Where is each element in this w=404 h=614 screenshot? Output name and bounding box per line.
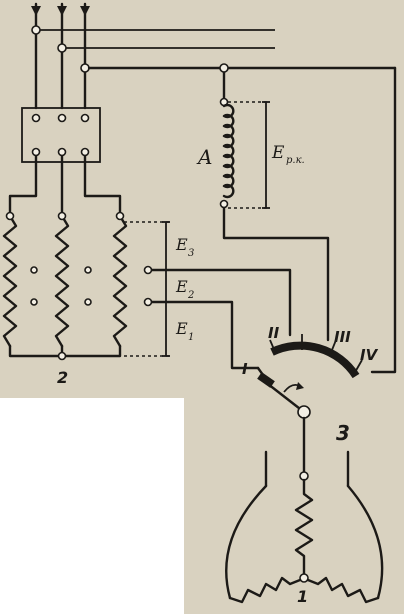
label-position-3: III	[334, 328, 351, 346]
label-winding-a: A	[196, 145, 212, 169]
label-position-4: IV	[360, 346, 379, 364]
switch-box	[21, 107, 101, 163]
label-motor-number: 1	[297, 587, 308, 606]
transformer-windings	[2, 211, 153, 361]
label-e2: E	[175, 277, 188, 296]
label-position-2: II	[268, 324, 280, 342]
label-e1: E	[175, 319, 188, 338]
transformer-feed	[8, 154, 122, 218]
arc-switch	[256, 334, 363, 419]
reactor-coil	[219, 63, 330, 342]
tap-wires	[150, 268, 292, 370]
label-e3-sub: 3	[188, 248, 194, 259]
label-e-rk: E	[271, 143, 285, 163]
label-e2-sub: 2	[187, 290, 194, 301]
label-switch-number: 3	[336, 421, 350, 445]
supply-lines	[31, 2, 397, 110]
feed-line	[370, 66, 397, 374]
motor	[225, 416, 384, 604]
blank-area	[0, 398, 184, 614]
label-position-1: I	[242, 360, 248, 378]
label-e-rk-sub: р.к.	[286, 155, 305, 166]
label-transformer-number: 2	[57, 368, 68, 387]
label-e3: E	[175, 235, 188, 254]
label-e1-sub: 1	[188, 332, 194, 343]
